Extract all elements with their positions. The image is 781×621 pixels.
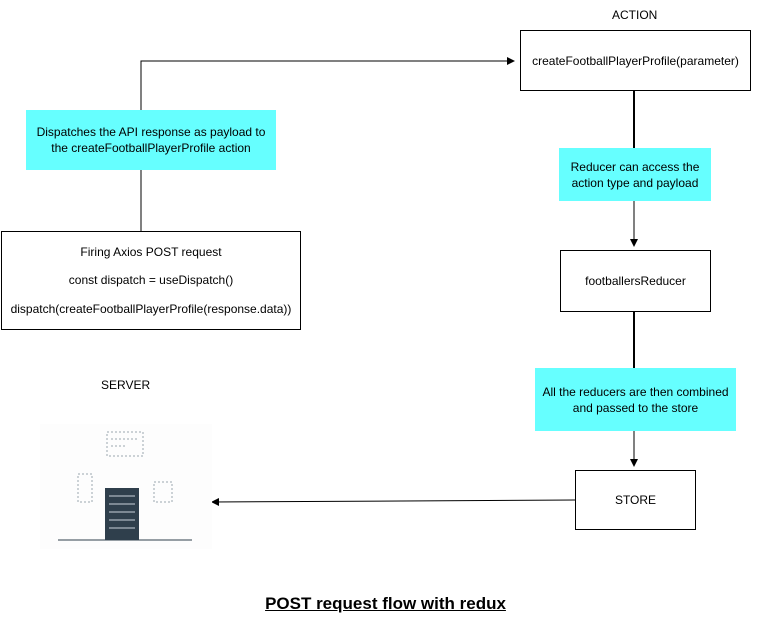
firing-line-2: const dispatch = useDispatch() — [68, 273, 234, 288]
dispatch-note: Dispatches the API response as payload t… — [26, 110, 276, 170]
store-node: STORE — [575, 470, 696, 530]
action-creator-node: createFootballPlayerProfile(parameter) — [520, 30, 751, 91]
firing-request-node: Firing Axios POST request const dispatch… — [1, 231, 301, 330]
action-label: ACTION — [612, 8, 658, 22]
edge-store-to-server — [211, 497, 576, 506]
combine-note: All the reducers are then combined and p… — [535, 368, 736, 431]
reducer-access-note: Reducer can access the action type and p… — [559, 148, 711, 201]
firing-line-3: dispatch(createFootballPlayerProfile(res… — [10, 301, 292, 316]
server-label: SERVER — [101, 378, 151, 392]
reducer-node: footballersReducer — [560, 250, 711, 312]
firing-line-1: Firing Axios POST request — [80, 245, 222, 260]
edge-firing-to-action — [140, 57, 515, 231]
diagram-title: POST request flow with redux — [265, 594, 506, 613]
server-rack-icon — [40, 424, 212, 549]
